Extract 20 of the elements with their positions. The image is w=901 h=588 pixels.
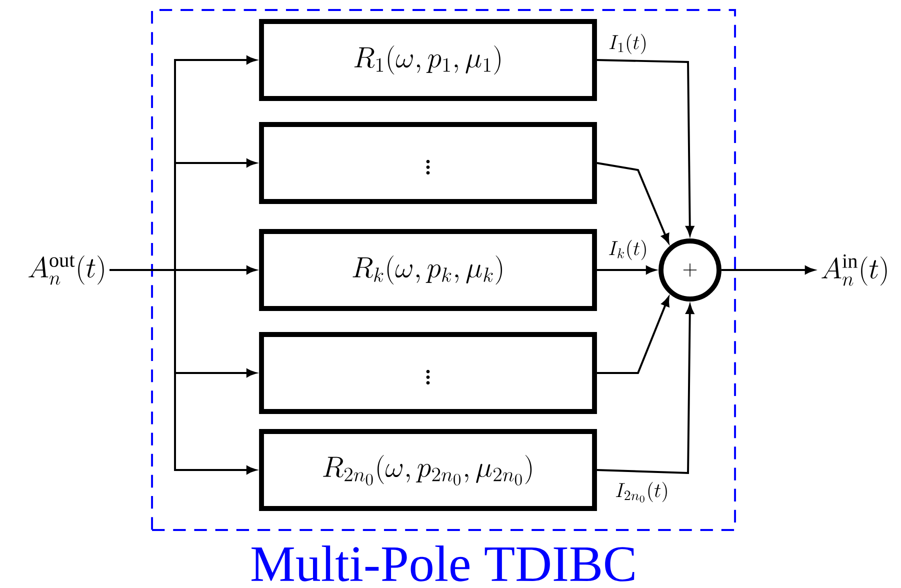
arrow	[596, 296, 670, 374]
summing-junction: $+$	[658, 238, 722, 302]
filter-box: $R_k(\omega, p_k, \mu_k)$	[259, 229, 597, 311]
signal-label: $A_n^{\mathrm{in}}(t)$	[822, 254, 887, 286]
filter-box: $R_{2n_0}(\omega, p_{2n_0}, \mu_{2n_0})$	[259, 429, 597, 511]
arrow	[596, 304, 694, 474]
frame-title: Multi-Pole TDIBC	[252, 545, 634, 582]
filter-box: $R_1(\omega, p_1, \mu_1)$	[259, 19, 597, 101]
current-label: $I_k(t)$	[608, 240, 646, 260]
current-label: $I_1(t)$	[609, 34, 646, 54]
arrow	[721, 266, 815, 274]
signal-label: $A_n^{\mathrm{out}}(t)$	[28, 255, 104, 285]
current-label: $I_{2n_0}(t)$	[616, 482, 667, 502]
filter-box: $\vdots$	[259, 332, 597, 414]
arrow	[596, 266, 656, 274]
arrow	[596, 59, 694, 236]
filter-box: $\vdots$	[259, 122, 597, 204]
arrow	[110, 269, 256, 474]
dashed-frame	[151, 9, 736, 582]
arrow	[596, 162, 670, 244]
